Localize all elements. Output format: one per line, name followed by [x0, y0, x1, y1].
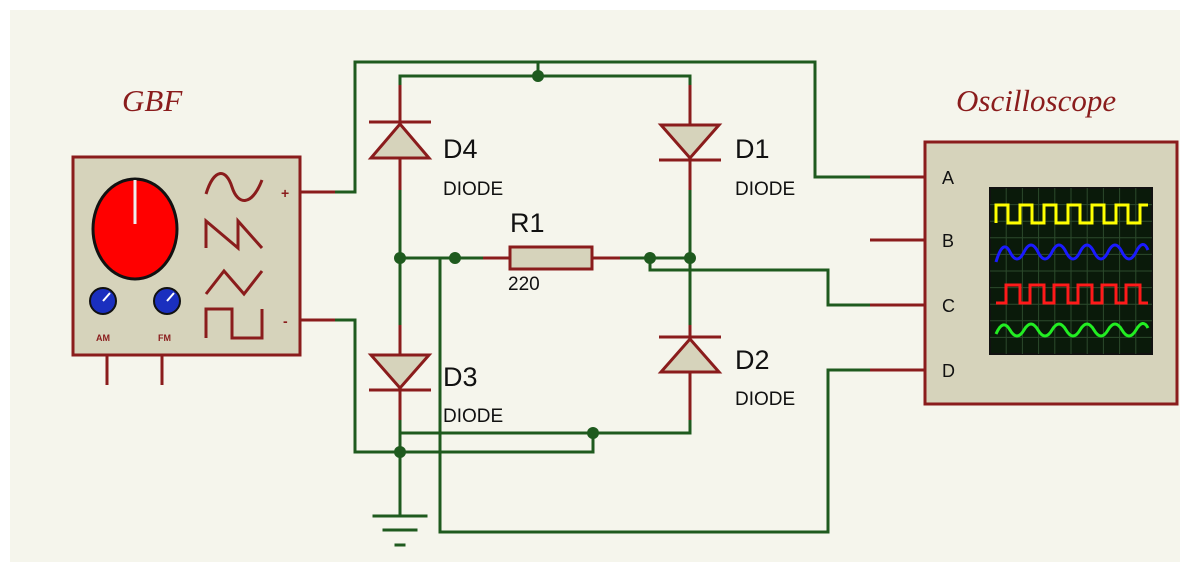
- channel-d-label: D: [942, 361, 955, 381]
- triangle-wave-icon: [204, 268, 264, 297]
- oscilloscope-title: Oscilloscope: [956, 83, 1116, 118]
- wire-top-rail: [398, 74, 692, 87]
- junction-top: [532, 70, 544, 82]
- wire-gen-plus-to-scope-a: [298, 60, 872, 194]
- sine-wave-icon: [204, 172, 264, 202]
- diode-d2[interactable]: D2 DIODE: [657, 325, 795, 420]
- diode-d4-body: [367, 121, 433, 160]
- generator-title: GBF: [122, 83, 183, 118]
- resistor-r1-body: [508, 245, 594, 271]
- wire-right-node-to-scope-c: [648, 256, 872, 307]
- ground-symbol: [372, 514, 428, 547]
- junction-left: [394, 252, 406, 264]
- wire-gen-minus-to-bottom: [298, 318, 595, 454]
- square-wave-icon: [204, 307, 264, 340]
- trace-d: [994, 322, 1150, 338]
- resistor-r1-ref: R1: [510, 208, 545, 238]
- diode-d2-ref: D2: [735, 345, 770, 375]
- diode-d3-body: [367, 353, 433, 391]
- trace-c: [996, 283, 1148, 305]
- trace-a: [994, 203, 1148, 225]
- diode-d2-body: [657, 336, 723, 374]
- wire-bottom-rail: [398, 418, 692, 435]
- diode-d4[interactable]: D4 DIODE: [367, 85, 503, 200]
- diode-d3-ref: D3: [443, 362, 478, 392]
- diode-d1[interactable]: D1 DIODE: [657, 85, 795, 200]
- oscilloscope[interactable]: Oscilloscope A B C D: [870, 83, 1179, 406]
- frequency-knob[interactable]: [91, 177, 179, 281]
- resistor-r1[interactable]: R1 220: [483, 208, 620, 295]
- sawtooth-wave-icon: [204, 217, 264, 252]
- signal-generator[interactable]: GBF + - AM FM: [71, 83, 335, 385]
- trace-b: [994, 243, 1150, 263]
- generator-minus-label: -: [283, 313, 288, 329]
- diode-d1-value: DIODE: [735, 179, 795, 200]
- oscilloscope-grid: [990, 188, 1152, 354]
- diode-d4-ref: D4: [443, 134, 478, 164]
- junction-right-tap: [644, 252, 656, 264]
- diode-d1-ref: D1: [735, 134, 770, 164]
- diode-d1-body: [657, 123, 723, 161]
- diode-d4-value: DIODE: [443, 179, 503, 200]
- junction-ground: [394, 446, 406, 458]
- channel-b-label: B: [942, 231, 954, 251]
- junction-bottom: [587, 427, 599, 439]
- channel-a-label: A: [942, 168, 954, 188]
- wire-left-node-to-scope-d: [438, 256, 872, 534]
- junction-dots: [394, 70, 696, 458]
- junction-right: [684, 252, 696, 264]
- fm-knob-label: FM: [158, 333, 171, 343]
- generator-plus-label: +: [281, 185, 289, 201]
- diode-d3[interactable]: D3 DIODE: [367, 325, 503, 427]
- channel-c-label: C: [942, 296, 955, 316]
- resistor-r1-value: 220: [508, 274, 540, 295]
- diode-d3-value: DIODE: [443, 406, 503, 427]
- diode-d2-value: DIODE: [735, 389, 795, 410]
- junction-left-tap: [449, 252, 461, 264]
- am-knob-label: AM: [96, 333, 110, 343]
